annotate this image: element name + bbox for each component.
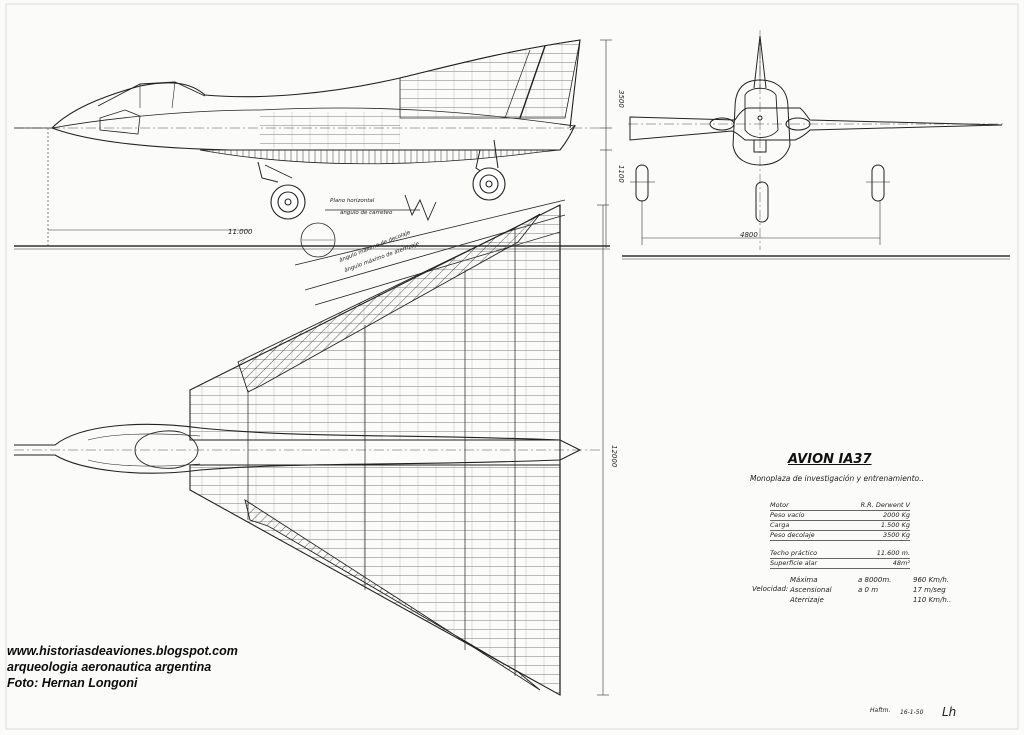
velocity-label: Velocidad: [752,585,789,593]
dim-side-height: 3500 [617,90,625,108]
spec-row: Peso vacío 2000 Kg [770,510,910,521]
velocity-value: 960 Km/h. [913,576,950,584]
signature-date: 16-1-50 [900,709,924,716]
plan-view [14,204,600,696]
spec-key: Techo práctico [770,549,818,557]
spec-value: 3500 Kg [883,531,910,539]
side-nose-gear [257,161,306,220]
spec-value: 1.500 Kg [880,521,910,529]
side-wing-lower [199,149,561,165]
plan-lower-slat [244,499,541,691]
spec-value: 48m² [892,559,910,567]
spec-value: R.R. Derwent V [860,501,910,509]
spec-key: Peso vacío [770,511,805,519]
velocity-key: Ascensional [790,586,832,594]
dim-front-span: 4800 [740,231,758,239]
plan-canopy [134,430,199,469]
sheet-border [5,3,1019,730]
side-main-gear [472,139,506,201]
side-tail-fin [399,39,581,119]
front-fuselage [732,79,791,166]
credit-website: www.historiasdeaviones.blogspot.com [7,644,238,658]
title-block: AVION IA37 Monoplaza de investigación y … [748,452,1008,612]
spec-row: Motor R.R. Derwent V [770,500,910,511]
annotation-ground-angle: ángulo de carreteo [340,209,393,216]
spec-value: 2000 Kg [883,511,910,519]
velocity-key: Aterrizaje [790,596,824,604]
plan-lower-wing [189,464,561,696]
drawing-subtitle: Monoplaza de investigación y entrenamien… [750,474,924,483]
velocity-value: 110 Km/h.. [913,596,952,604]
front-view [628,30,1006,250]
spec-row: Techo práctico 11.600 m. [770,548,910,559]
side-canopy [97,81,206,107]
drawing-title: AVION IA37 [788,452,872,467]
dim-plan-span: 12000 [610,445,618,468]
velocity-value: 17 m/seg [913,586,946,594]
credit-photo: Foto: Hernan Longoni [7,676,138,690]
spec-row: Superficie alar 48m² [770,558,910,569]
side-dimension-lines [47,39,612,248]
dim-side-height-lower: 1100 [617,165,625,183]
credit-subtitle: arqueologia aeronautica argentina [7,660,212,674]
velocity-cond: a 0 m [858,586,879,594]
spec-key: Peso decolaje [770,531,815,539]
velocity-key: Máxima [790,576,818,584]
plan-dimension-lines [597,204,609,696]
credits: www.historiasdeaviones.blogspot.com arqu… [7,643,238,691]
signature-initials: Lh [942,705,956,719]
front-dimension-lines [641,200,881,245]
annotation-horizontal-plane: Plano horizontal [330,198,375,204]
spec-row: Peso decolaje 3500 Kg [770,530,910,541]
spec-key: Motor [770,501,789,509]
side-view [14,39,600,258]
spec-value: 11.600 m. [876,549,910,557]
spec-row: Carga 1.500 Kg [770,520,910,531]
spec-key: Carga [770,521,790,529]
dim-side-length: 11.000 [228,228,253,236]
velocity-cond: a 8000m. [858,576,892,584]
signature-name: Haftm. [870,707,890,714]
spec-key: Superficie alar [770,559,818,567]
